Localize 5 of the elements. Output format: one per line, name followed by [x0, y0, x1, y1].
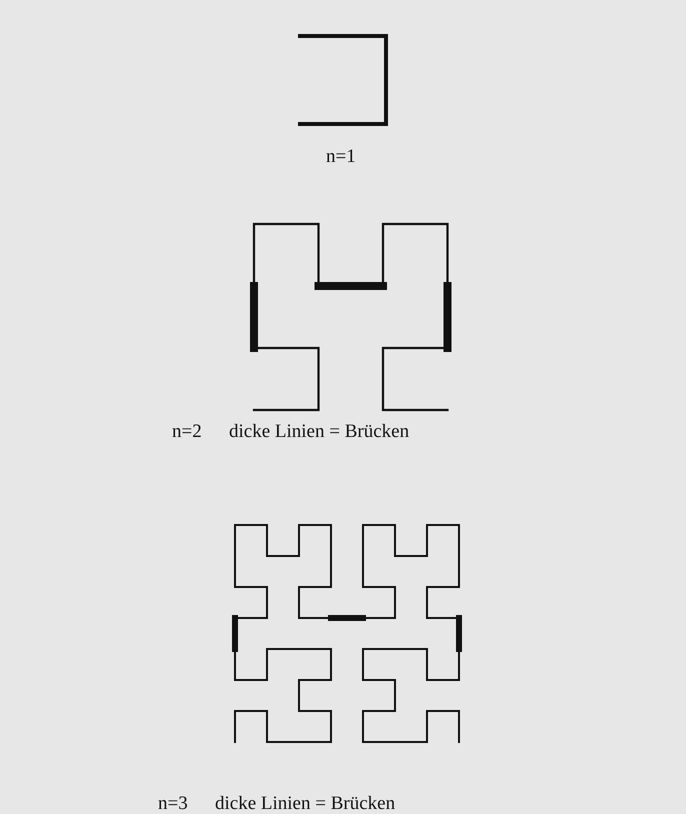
- caption-text: dicke Linien = Brücken: [215, 793, 396, 814]
- iteration-label: n=3: [158, 793, 188, 814]
- iteration-label: n=1: [326, 146, 356, 168]
- caption-text: dicke Linien = Brücken: [229, 421, 410, 443]
- iteration-label: n=2: [172, 421, 202, 443]
